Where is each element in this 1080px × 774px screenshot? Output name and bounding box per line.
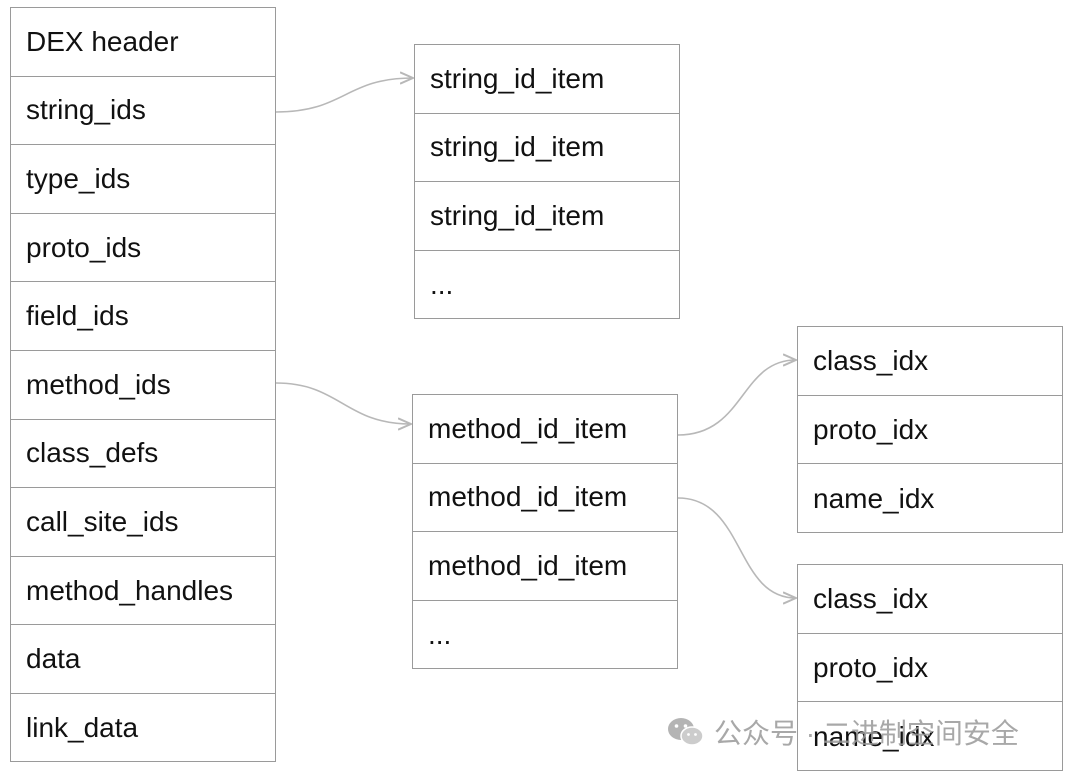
dex-sections-cell: call_site_ids: [11, 488, 275, 557]
dex-sections-cell: type_ids: [11, 145, 275, 214]
dex-sections-cell: class_defs: [11, 420, 275, 489]
dex-sections-cell: link_data: [26, 712, 139, 744]
string-ids-table-cell: string_id_item: [415, 45, 679, 114]
string-ids-table-cell: string_id_item: [415, 182, 679, 251]
method-ids-table-cell: ...: [428, 619, 452, 651]
method-id-item-fields-2-cell: name_idx: [813, 720, 935, 752]
arrow-method-item-1-to-fields: [677, 360, 796, 436]
method-id-item-fields-2-cell: proto_idx: [798, 634, 1062, 703]
dex-sections-cell: data: [11, 625, 275, 694]
dex-sections-cell: field_ids: [11, 282, 275, 351]
method-id-item-fields-1-cell: name_idx: [813, 482, 935, 514]
dex-sections-cell: method_handles: [11, 557, 275, 626]
method-ids-table-cell: method_id_item: [413, 464, 677, 533]
watermark-text: 公众号 · 二进制空间安全: [714, 718, 1019, 749]
arrow-string-ids-to-table: [275, 78, 413, 113]
wechat-icon: [668, 718, 704, 746]
dex-sections-cell: method_ids: [11, 351, 275, 420]
dex-sections-cell: DEX header: [11, 8, 275, 77]
method-id-item-fields-1-cell: proto_idx: [798, 396, 1062, 465]
method-id-item-fields-2-cell: class_idx: [798, 565, 1062, 634]
method-id-item-fields-1-cell: class_idx: [798, 327, 1062, 396]
dex-sections-cell: proto_ids: [11, 214, 275, 283]
watermark: 公众号 · 二进制空间安全: [666, 712, 1019, 752]
method-ids-table-cell: method_id_item: [413, 532, 677, 601]
string-ids-table-cell: string_id_item: [415, 114, 679, 183]
arrow-method-ids-to-table: [275, 382, 411, 424]
arrow-method-item-2-to-fields: [677, 497, 796, 598]
string-ids-table-cell: ...: [430, 269, 454, 301]
method-ids-table-cell: method_id_item: [413, 395, 677, 464]
dex-sections-cell: string_ids: [11, 77, 275, 146]
